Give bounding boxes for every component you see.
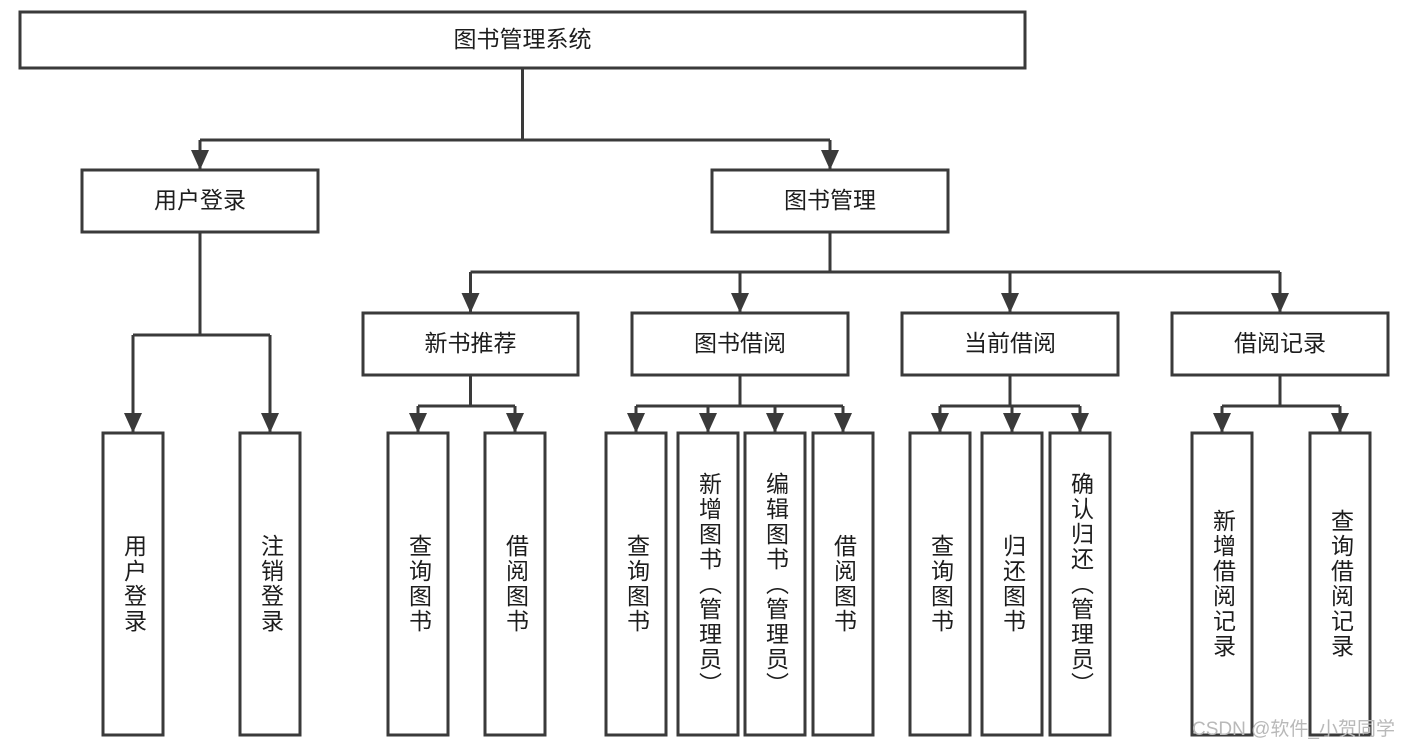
node-label-borrow-records: 借阅记录 [1234,330,1326,356]
node-box-borrow-borrow-book[interactable] [811,431,875,737]
arrow-head-icon-borrow-query-book [627,413,645,433]
arrow-head-icon-current-confirm-return [1071,413,1089,433]
arrow-head-icon-current-borrow [1001,293,1019,313]
node-box-book-manage[interactable] [710,168,950,234]
arrow-head-icon-borrow-edit-book [766,413,784,433]
node-box-borrow-query-book[interactable] [604,431,668,737]
node-box-recommend-query-book[interactable] [386,431,450,737]
arrow-head-icon-user-login-login [124,413,142,433]
arrow-head-icon-recommend-query-book [409,413,427,433]
node-box-current-return-book[interactable] [980,431,1044,737]
arrow-head-icon-record-query [1331,413,1349,433]
node-box-borrow-edit-book[interactable] [743,431,807,737]
node-label-current-borrow: 当前借阅 [964,330,1056,356]
arrow-head-icon-user-login [191,150,209,170]
node-label-book-borrow: 图书借阅 [694,330,786,356]
arrow-head-icon-book-borrow [731,293,749,313]
arrow-head-icon-borrow-borrow-book [834,413,852,433]
node-box-current-borrow[interactable] [900,311,1120,377]
node-box-record-add[interactable] [1190,431,1254,737]
arrow-head-icon-recommend-borrow-book [506,413,524,433]
node-label-user-login: 用户登录 [154,187,246,213]
node-box-recommend-borrow-book[interactable] [483,431,547,737]
node-label-root: 图书管理系统 [454,26,592,52]
node-box-book-borrow[interactable] [630,311,850,377]
node-label-new-book-recommend: 新书推荐 [425,330,517,356]
node-box-layer [18,10,1390,737]
node-box-root[interactable] [18,10,1027,70]
node-box-user-login[interactable] [80,168,320,234]
arrow-head-icon-borrow-add-book [699,413,717,433]
arrow-head-icon-current-query-book [931,413,949,433]
connector-layer [124,68,1349,433]
arrow-head-icon-book-manage [821,150,839,170]
node-box-record-query[interactable] [1308,431,1372,737]
node-label-book-manage: 图书管理 [784,187,876,213]
arrow-head-icon-borrow-records [1271,293,1289,313]
watermark-text: CSDN @软件_小贺同学 [1192,719,1395,740]
node-box-borrow-records[interactable] [1170,311,1390,377]
node-box-user-login-logout[interactable] [238,431,302,737]
arrow-head-icon-current-return-book [1003,413,1021,433]
arrow-head-icon-new-book-recommend [461,293,480,313]
node-box-current-query-book[interactable] [908,431,972,737]
node-box-new-book-recommend[interactable] [361,311,580,377]
arrow-head-icon-record-add [1213,413,1231,433]
node-box-user-login-login[interactable] [101,431,165,737]
node-box-current-confirm-return[interactable] [1048,431,1112,737]
arrow-head-icon-user-login-logout [261,413,279,433]
node-box-borrow-add-book[interactable] [676,431,740,737]
